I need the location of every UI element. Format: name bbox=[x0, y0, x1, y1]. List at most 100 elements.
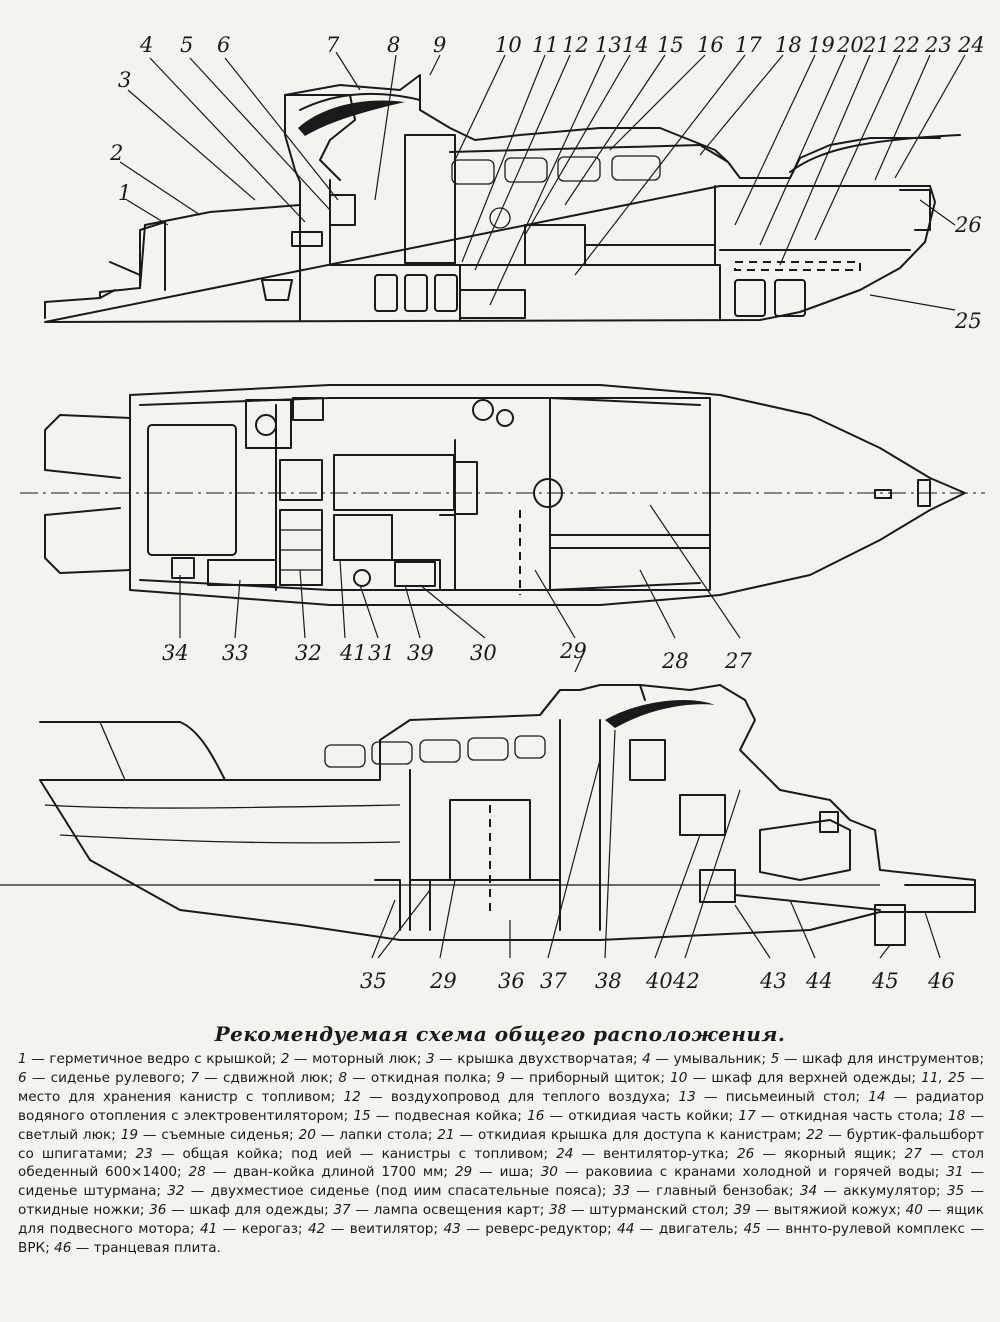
canister-3 bbox=[434, 274, 458, 312]
canister-2 bbox=[404, 274, 428, 312]
legend-number: 19 bbox=[120, 1126, 139, 1143]
legend-number: 7 bbox=[190, 1069, 200, 1086]
legend-text: откидиая крышка для доступа к канистрам bbox=[477, 1126, 797, 1143]
legend-text: умывальник bbox=[673, 1051, 762, 1067]
legend-item: 19 — съемные сиденья; bbox=[120, 1126, 299, 1143]
legend-item: 40 — ящик для подвесного мотора; bbox=[18, 1202, 984, 1238]
window-1 bbox=[451, 159, 495, 185]
legend-text: шкаф для инструментов bbox=[801, 1051, 980, 1067]
callout-top-2: 2 bbox=[109, 141, 123, 165]
figure-caption: Рекомендуемая схема общего расположения. bbox=[214, 1022, 786, 1046]
legend-item: 13 — письмеиный стол; bbox=[678, 1088, 869, 1105]
legend-number: 18 bbox=[948, 1107, 966, 1124]
legend-text: откидная полка bbox=[370, 1069, 487, 1086]
callout-top-1: 1 bbox=[118, 181, 131, 205]
callout-top-6: 6 bbox=[217, 33, 230, 57]
legend-number: 37 bbox=[333, 1202, 351, 1219]
legend-number: 26 bbox=[736, 1145, 755, 1162]
callout-plan-33: 33 bbox=[222, 641, 249, 665]
bow-rail bbox=[789, 134, 961, 173]
callout-top-22: 22 bbox=[892, 33, 920, 57]
legend-text: иша bbox=[499, 1164, 530, 1181]
fuel-line-section bbox=[734, 261, 861, 271]
legend-text: керогаз bbox=[241, 1221, 298, 1238]
partition-side bbox=[559, 719, 601, 931]
legend-item: 6 — сиденье рулевого; bbox=[18, 1069, 191, 1086]
callout-plan-28: 28 bbox=[661, 649, 689, 673]
legend-item: 42 — веитилятор; bbox=[307, 1221, 444, 1238]
bow-fitting-plan bbox=[917, 479, 931, 507]
legend-number: 27 bbox=[904, 1145, 922, 1162]
legend-item: 3 — крышка двухстворчатая; bbox=[425, 1051, 643, 1067]
legend-item: 44 — двигатель; bbox=[617, 1221, 744, 1238]
legend-number: 4 bbox=[642, 1051, 651, 1067]
callout-top-9: 9 bbox=[433, 33, 446, 57]
callout-top-24: 24 bbox=[957, 33, 985, 57]
legend-text: двухместиое сиденье (под иим спасательны… bbox=[210, 1183, 602, 1200]
callout-plan-39: 39 bbox=[407, 641, 434, 665]
legend-item: 34 — аккумулятор; bbox=[799, 1183, 947, 1200]
legend-number: 21 bbox=[437, 1126, 455, 1143]
legend-text: сиденье рулевого bbox=[50, 1069, 181, 1086]
legend-item: 10 — шкаф для верхней одежды; bbox=[670, 1069, 922, 1086]
legend-text: аккумулятор bbox=[843, 1183, 937, 1200]
callout-top-11: 11 bbox=[532, 33, 559, 57]
callout-top-18: 18 bbox=[775, 33, 802, 57]
legend-number: 9 bbox=[496, 1069, 506, 1086]
plan-view bbox=[20, 384, 985, 639]
callout-side-35: 35 bbox=[360, 969, 387, 993]
legend-item: 35 — откидные ножки; bbox=[18, 1183, 984, 1219]
legend-number: 36 bbox=[149, 1202, 167, 1219]
legend-item: 9 — приборный щиток; bbox=[496, 1069, 671, 1086]
legend-number: 23 bbox=[135, 1145, 153, 1162]
legend-item: 24 — вентилятор-утка; bbox=[556, 1145, 737, 1162]
hull-outline-section bbox=[44, 74, 941, 323]
callout-top-5: 5 bbox=[180, 33, 193, 57]
callout-side-38: 38 bbox=[595, 969, 622, 993]
legend-number: 11, 25 bbox=[921, 1069, 966, 1086]
lead-lines-plan bbox=[179, 504, 741, 639]
callout-plan-31: 31 bbox=[368, 641, 395, 665]
legend-text: письмеиный стол bbox=[725, 1088, 856, 1105]
legend-text: моторный люк bbox=[312, 1051, 417, 1067]
hull-outline-plan bbox=[129, 384, 966, 606]
legend-number: 13 bbox=[678, 1088, 696, 1105]
legend-text: лампа освещения карт bbox=[373, 1202, 540, 1219]
legend-text: крышка двухстворчатая bbox=[457, 1051, 634, 1067]
callout-plan-30: 30 bbox=[470, 641, 497, 665]
windshield-side bbox=[605, 700, 715, 728]
callout-plan-32: 32 bbox=[295, 641, 322, 665]
canister-4 bbox=[734, 279, 766, 317]
legend-number: 38 bbox=[549, 1202, 567, 1219]
sheer-line-1 bbox=[44, 804, 401, 809]
sheer-line-2 bbox=[59, 834, 401, 844]
legend-number: 28 bbox=[188, 1164, 206, 1181]
legend-text: вытяжиой кожух bbox=[773, 1202, 897, 1219]
sofa-berth bbox=[549, 534, 711, 591]
wheelhouse-roof bbox=[284, 94, 356, 181]
legend-number: 43 bbox=[443, 1221, 461, 1238]
reverse-gearbox bbox=[699, 869, 736, 903]
dining-table bbox=[549, 397, 711, 549]
folding-legs bbox=[374, 879, 431, 931]
legend-number: 30 bbox=[540, 1164, 558, 1181]
callout-top-12: 12 bbox=[562, 33, 589, 57]
callout-side-29: 29 bbox=[429, 969, 457, 993]
legend-item: 7 — сдвижной люк; bbox=[190, 1069, 339, 1086]
outboard-motor-top bbox=[99, 221, 166, 299]
legend-number: 41 bbox=[200, 1221, 218, 1238]
legend-text: двигатель bbox=[658, 1221, 734, 1238]
window-3 bbox=[557, 156, 601, 182]
legend-item: 31 — сиденье штурмана; bbox=[18, 1164, 985, 1200]
fan-plan-2 bbox=[496, 409, 514, 427]
engine-side bbox=[759, 819, 851, 881]
window-side-4 bbox=[467, 737, 509, 761]
legend-item: 16 — откидиая часть койки; bbox=[527, 1107, 739, 1124]
wardrobe bbox=[404, 134, 456, 264]
wheelhouse-frame bbox=[539, 684, 646, 716]
legend-item: 1 — герметичное ведро с крышкой; bbox=[18, 1051, 281, 1067]
legend-item: 33 — главный бензобак; bbox=[612, 1183, 800, 1200]
legend-number: 1 bbox=[18, 1051, 27, 1067]
kerogaz bbox=[353, 569, 371, 587]
outboard-box bbox=[679, 794, 726, 836]
